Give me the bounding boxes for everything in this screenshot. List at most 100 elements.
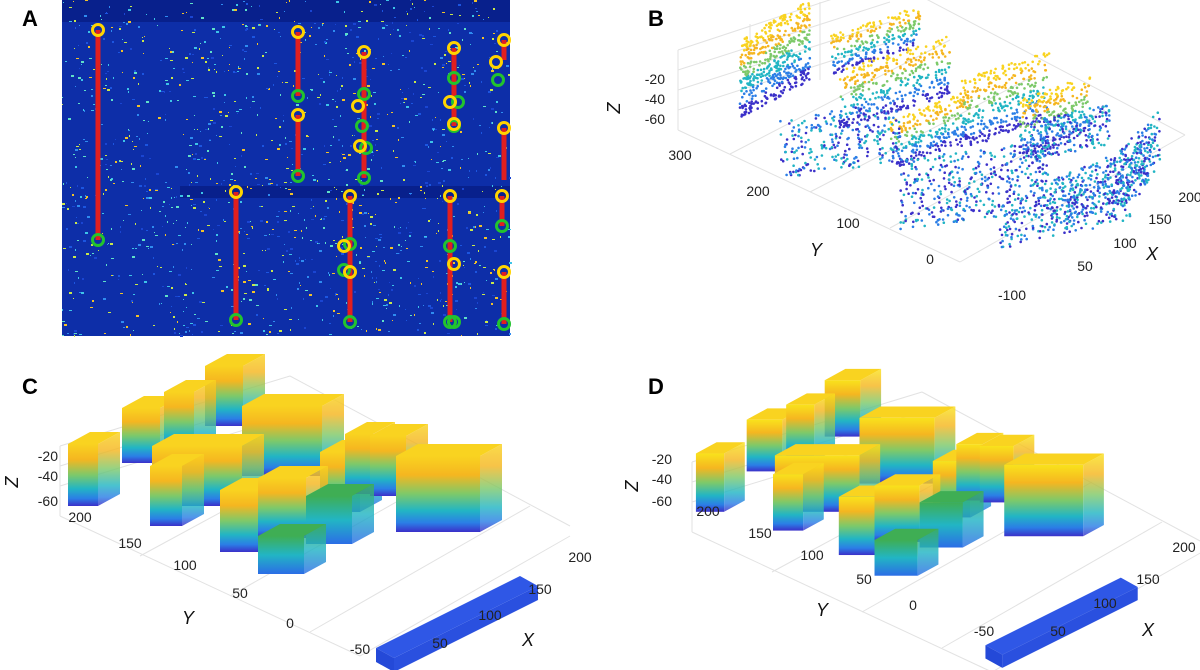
heatmap-cell [320, 94, 321, 96]
heatmap-cell [201, 57, 204, 59]
data-point [1134, 190, 1138, 194]
data-point [879, 157, 882, 161]
data-point [874, 96, 877, 100]
heatmap-cell [245, 9, 247, 11]
data-point [1107, 185, 1111, 188]
data-point [1136, 160, 1140, 164]
data-point [901, 129, 904, 132]
data-point [779, 16, 782, 19]
heatmap-cell [74, 20, 76, 22]
data-point [1079, 123, 1082, 126]
data-point [983, 88, 986, 92]
data-point [1061, 89, 1065, 92]
heatmap-cell [189, 145, 192, 146]
data-point [779, 73, 782, 77]
marker-bottom [357, 171, 371, 185]
heatmap-cell [79, 144, 80, 145]
heatmap-cell [491, 108, 494, 110]
data-point [1082, 179, 1085, 182]
data-point [846, 40, 850, 43]
heatmap-cell [364, 225, 366, 227]
data-point [940, 206, 943, 210]
data-point [875, 81, 878, 85]
data-point [862, 62, 865, 65]
data-point [1003, 100, 1007, 104]
heatmap-cell [90, 255, 91, 256]
heatmap-cell [291, 170, 293, 171]
data-point [897, 15, 900, 19]
data-point [856, 121, 859, 124]
data-point [861, 94, 864, 97]
data-point [806, 62, 810, 65]
heatmap-cell [103, 193, 104, 195]
data-point [912, 9, 915, 12]
data-point [785, 65, 789, 68]
heatmap-cell [162, 206, 164, 207]
heatmap-cell [133, 294, 135, 295]
data-point [935, 132, 939, 136]
data-point [1018, 165, 1022, 169]
data-point [1039, 196, 1042, 199]
data-point [982, 127, 986, 130]
data-point [949, 144, 953, 147]
data-point [917, 58, 921, 62]
data-point [860, 103, 864, 107]
heatmap-cell [292, 206, 295, 207]
heatmap-cell [242, 24, 244, 25]
data-point [1030, 121, 1034, 124]
data-point [1123, 208, 1127, 212]
data-point [798, 43, 801, 46]
heatmap-cell [401, 246, 402, 247]
data-point [796, 15, 799, 19]
data-point [1068, 189, 1072, 192]
data-point [1011, 213, 1014, 216]
heatmap-cell [372, 251, 375, 252]
marker-bottom [343, 315, 357, 329]
heatmap-cell [64, 324, 67, 326]
heatmap-cell [360, 184, 363, 186]
data-point [935, 79, 939, 82]
data-point [813, 158, 817, 161]
heatmap-cell [370, 223, 372, 225]
data-point [986, 178, 989, 181]
heatmap-cell [382, 63, 385, 65]
data-point [870, 64, 873, 67]
data-point [1117, 192, 1121, 195]
data-point [1026, 63, 1030, 67]
heatmap-cell [159, 211, 161, 212]
heatmap-cell [464, 91, 466, 93]
data-point [855, 73, 859, 77]
heatmap-cell [457, 203, 459, 205]
data-point [808, 7, 811, 10]
heatmap-cell [207, 150, 209, 152]
heatmap-cell [62, 335, 64, 336]
data-point [743, 113, 747, 116]
data-point [1004, 222, 1008, 226]
heatmap-cell [326, 39, 328, 40]
heatmap-cell [382, 27, 385, 29]
heatmap-cell [237, 113, 238, 114]
heatmap-cell [458, 283, 461, 285]
data-point [1008, 245, 1012, 248]
heatmap-cell [244, 58, 245, 60]
data-point [1082, 193, 1085, 196]
heatmap-cell [410, 0, 411, 1]
data-point [836, 47, 839, 50]
data-point [1036, 150, 1040, 153]
data-point [1088, 107, 1092, 110]
heatmap-cell [496, 210, 497, 212]
data-point [889, 101, 892, 105]
data-point [948, 178, 951, 181]
data-point [990, 154, 993, 157]
heatmap-cell [251, 6, 252, 7]
data-point [921, 151, 925, 154]
data-point [1068, 208, 1072, 212]
data-point [886, 95, 890, 99]
data-point [1050, 130, 1054, 133]
heatmap-cell [170, 60, 173, 61]
heatmap-cell [391, 289, 393, 291]
heatmap-cell [483, 292, 484, 293]
data-point [1029, 134, 1033, 138]
data-point [950, 98, 953, 101]
